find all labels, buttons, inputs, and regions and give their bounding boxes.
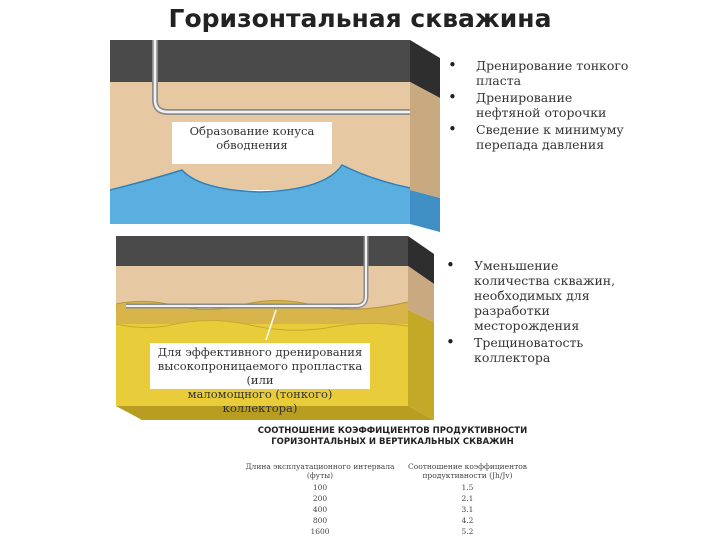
bullet-item: Трещиноватость коллектора (444, 335, 634, 365)
bullet-item: Сведение к минимуму перепада давления (446, 122, 636, 152)
streak-lower-boundary (116, 319, 409, 331)
callout-line-3: маломощного (тонкого) коллектора) (187, 387, 333, 415)
cap-rock-side (408, 236, 434, 284)
table-cell: 800 (312, 516, 328, 525)
table-cell: 200 (312, 494, 328, 503)
column-header-line-2: (футы) (306, 471, 334, 480)
callout-line-1: Для эффективного дренирования (157, 345, 363, 359)
table-cell: 1600 (310, 527, 330, 536)
table-cell: 5.2 (461, 527, 474, 536)
page-title: Горизонтальная скважина (168, 4, 552, 33)
table-column-ratio: Соотношение коэффициентов продуктивности… (400, 462, 535, 537)
water-coning-callout: Образование конуса обводнения (172, 122, 332, 164)
water-side (410, 190, 440, 232)
table-cell: 400 (312, 505, 328, 514)
cap-rock-layer (116, 236, 408, 266)
bottom-bullet-list: Уменьшение количества скважин, необходим… (444, 258, 634, 367)
bottom-face (116, 406, 434, 420)
table-column-length: Длина эксплуатационного интервала (футы)… (240, 462, 400, 537)
sand-side (408, 266, 434, 322)
table-title-line-1: СООТНОШЕНИЕ КОЭФФИЦИЕНТОВ ПРОДУКТИВНОСТИ (257, 426, 528, 436)
callout-line-2: обводнения (216, 138, 288, 152)
column-header: Длина эксплуатационного интервала (футы) (240, 462, 400, 480)
bullet-text: Сведение к минимуму перепада давления (476, 122, 624, 152)
column-header-line-1: Длина эксплуатационного интервала (245, 462, 395, 471)
table-cell: 1.5 (461, 483, 474, 492)
cap-rock-layer (110, 40, 410, 82)
callout-line-2: высокопроницаемого пропластка (или (157, 359, 363, 387)
streak-callout: Для эффективного дренирования высокопрон… (150, 343, 370, 415)
bullet-text: Уменьшение количества скважин, необходим… (474, 258, 616, 333)
table-cell: 3.1 (461, 505, 474, 514)
high-permeability-streak (116, 300, 408, 331)
bullet-item: Дренирование тонкого пласта (446, 58, 636, 88)
column-header-line-1: Соотношение коэффициентов (408, 462, 527, 471)
cap-rock-side (410, 40, 440, 98)
table-cell: 100 (312, 483, 328, 492)
horizontal-well-highlight (126, 236, 367, 307)
bullet-item: Уменьшение количества скважин, необходим… (444, 258, 634, 333)
bullet-text: Дренирование нефтяной оторочки (476, 90, 607, 120)
bullet-text: Дренирование тонкого пласта (476, 58, 629, 88)
water-layer (110, 165, 410, 224)
water-cone-outline (110, 164, 411, 193)
water-coning-diagram (110, 40, 440, 232)
table-cell: 2.1 (461, 494, 474, 503)
column-header-line-2: продуктивности (Jh/Jv) (422, 471, 513, 480)
top-bullet-list: Дренирование тонкого пласта Дренирование… (446, 58, 636, 154)
table-title-line-2: ГОРИЗОНТАЛЬНЫХ И ВЕРТИКАЛЬНЫХ СКВАЖИН (271, 437, 514, 447)
bullet-text: Трещиноватость коллектора (474, 335, 584, 365)
callout-line-1: Образование конуса (189, 124, 315, 138)
yellow-sand-side (408, 310, 434, 420)
bullet-item: Дренирование нефтяной оторочки (446, 90, 636, 120)
column-header: Соотношение коэффициентов продуктивности… (400, 462, 535, 480)
sand-side (410, 82, 440, 198)
horizontal-well-highlight (153, 40, 410, 114)
table-cell: 4.2 (461, 516, 474, 525)
table-title: СООТНОШЕНИЕ КОЭФФИЦИЕНТОВ ПРОДУКТИВНОСТИ… (250, 426, 535, 448)
callout-pointer (265, 309, 277, 341)
